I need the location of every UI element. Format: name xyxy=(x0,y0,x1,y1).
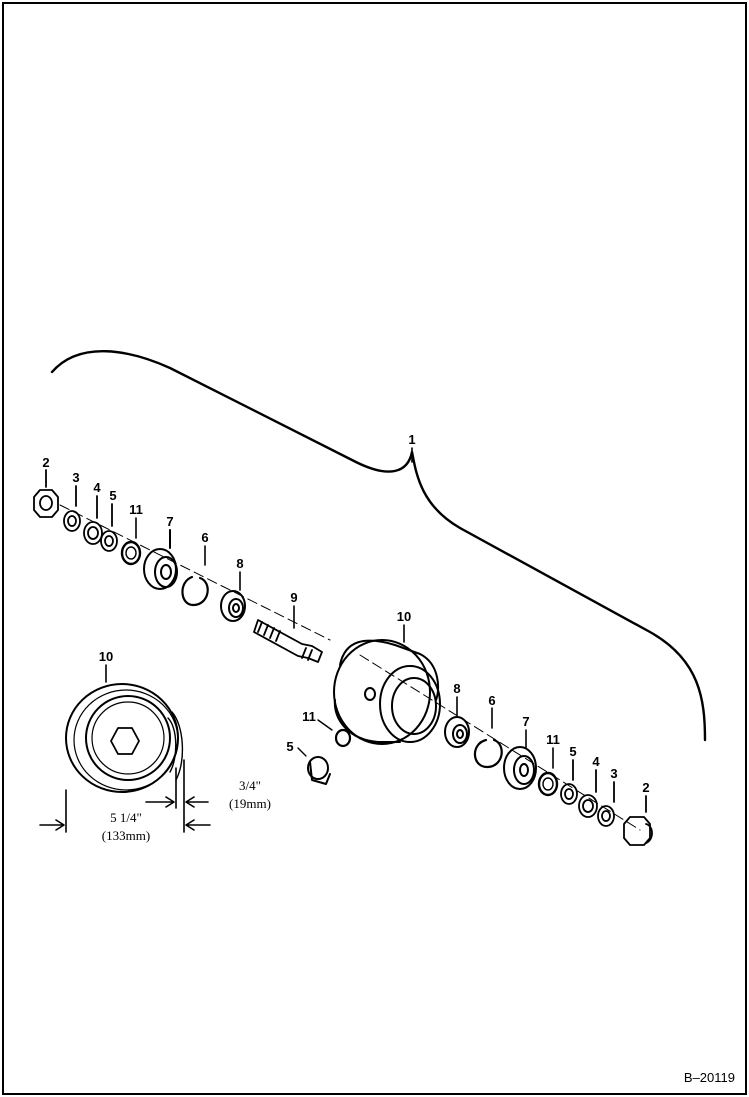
callout-5-small: 5 xyxy=(286,739,293,754)
washer-left xyxy=(63,485,81,532)
callout-1: 1 xyxy=(408,432,415,447)
callout-10-inset: 10 xyxy=(99,649,113,664)
callout-4-right: 4 xyxy=(592,754,600,769)
snap-ring-left xyxy=(181,545,209,607)
o-ring-left xyxy=(120,517,142,566)
callout-9: 9 xyxy=(290,590,297,605)
callout-7-left: 7 xyxy=(166,514,173,529)
dimension-flange-in: 3/4" xyxy=(239,778,261,793)
dimension-diameter-mm: (133mm) xyxy=(102,828,150,843)
callout-6-right: 6 xyxy=(488,693,495,708)
hub-plate-right xyxy=(503,729,537,790)
callout-3-left: 3 xyxy=(72,470,79,485)
spacer-left xyxy=(100,503,118,552)
callout-2-right: 2 xyxy=(642,780,649,795)
callout-6-left: 6 xyxy=(201,530,208,545)
set-screw xyxy=(297,747,331,785)
figure-number: B–20119 xyxy=(683,1070,735,1085)
dimension-flange-mm: (19mm) xyxy=(229,796,271,811)
o-ring-right xyxy=(537,747,559,797)
seal-left xyxy=(83,495,103,545)
wheel-end-view xyxy=(65,664,184,793)
spacer-right xyxy=(560,759,578,805)
wheel-hub xyxy=(333,624,441,745)
callout-8-right: 8 xyxy=(453,681,460,696)
callout-3-right: 3 xyxy=(610,766,617,781)
seal-right xyxy=(578,769,598,818)
cap-nut-right xyxy=(623,795,653,846)
callout-4-left: 4 xyxy=(93,480,101,495)
callout-10-main: 10 xyxy=(397,609,411,624)
dimension-lines xyxy=(39,759,211,833)
hub-plate-left xyxy=(143,529,178,590)
dimension-diameter-in: 5 1/4" xyxy=(110,810,142,825)
callout-5-left: 5 xyxy=(109,488,116,503)
axis-centerline xyxy=(59,504,641,831)
cap-nut-left xyxy=(33,469,59,518)
bearing-right xyxy=(444,696,470,748)
shaft xyxy=(253,605,323,663)
washer-right xyxy=(597,781,615,827)
callout-7-right: 7 xyxy=(522,714,529,729)
o-ring-small xyxy=(317,719,352,748)
snap-ring-right xyxy=(473,707,503,769)
callout-5-right: 5 xyxy=(569,744,576,759)
callout-11-right: 11 xyxy=(546,732,560,747)
callout-8-left: 8 xyxy=(236,556,243,571)
callout-11-left: 11 xyxy=(129,502,143,517)
callout-2-left: 2 xyxy=(42,455,49,470)
bearing-left xyxy=(220,571,246,622)
callout-11-small: 11 xyxy=(302,709,316,724)
